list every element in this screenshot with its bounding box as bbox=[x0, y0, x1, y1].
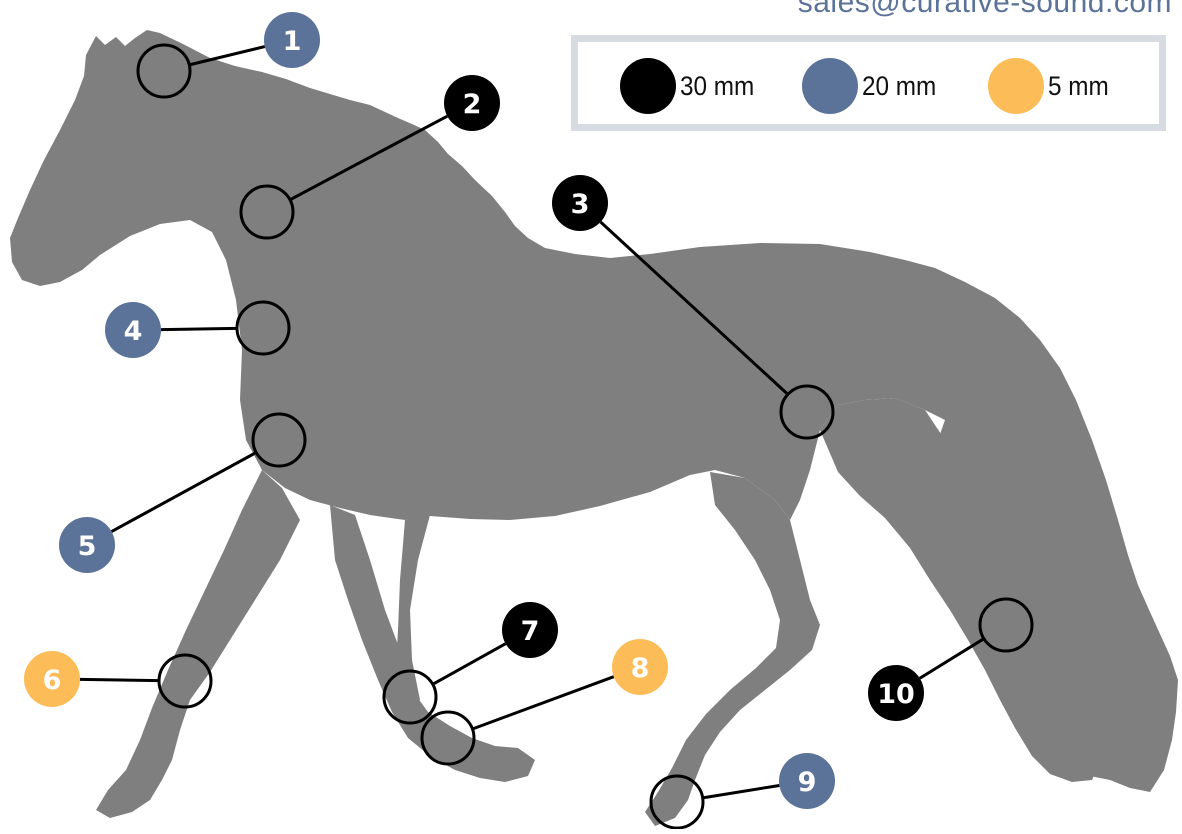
legend-label-large: 30 mm bbox=[680, 70, 755, 101]
point-ring-7 bbox=[382, 669, 438, 725]
point-number-1: 1 bbox=[283, 26, 302, 57]
point-badge-circle-9 bbox=[779, 753, 835, 809]
point-badge-8: 8 bbox=[612, 639, 668, 695]
point-number-5: 5 bbox=[78, 531, 97, 562]
contact-email: sales@curative-sound.com bbox=[797, 0, 1172, 19]
point-number-2: 2 bbox=[463, 89, 482, 120]
horse-silhouette bbox=[10, 30, 1178, 826]
legend-dot-small-icon bbox=[988, 58, 1044, 114]
point-ring-3 bbox=[779, 384, 835, 440]
size-legend: 30 mm 20 mm 5 mm bbox=[571, 35, 1166, 131]
connector-line-7 bbox=[431, 642, 507, 686]
legend-item-large: 30 mm bbox=[620, 58, 763, 114]
connector-line-5 bbox=[110, 451, 257, 533]
point-badge-circle-4 bbox=[105, 302, 161, 358]
point-badges: 1 2 3 4 5 6 7 8 9 10 bbox=[24, 12, 924, 809]
point-badge-circle-3 bbox=[552, 175, 608, 231]
connector-line-4 bbox=[160, 326, 238, 332]
point-ring-2 bbox=[239, 184, 295, 240]
point-badge-1: 1 bbox=[264, 12, 320, 68]
point-ring-1 bbox=[136, 43, 192, 99]
point-ring-9 bbox=[649, 774, 705, 830]
point-ring-5 bbox=[251, 412, 307, 468]
connector-line-3 bbox=[599, 220, 789, 396]
connector-line-10 bbox=[919, 637, 985, 680]
point-badge-circle-6 bbox=[24, 651, 80, 707]
connector-line-6 bbox=[79, 677, 160, 683]
connector-line-8 bbox=[471, 675, 615, 731]
legend-item-small: 5 mm bbox=[988, 58, 1116, 114]
point-badge-circle-2 bbox=[444, 75, 500, 131]
point-number-3: 3 bbox=[571, 189, 590, 220]
point-badge-4: 4 bbox=[105, 302, 161, 358]
point-badge-circle-5 bbox=[59, 517, 115, 573]
point-number-6: 6 bbox=[43, 665, 62, 696]
point-number-10: 10 bbox=[877, 679, 915, 710]
point-number-9: 9 bbox=[798, 767, 817, 798]
connector-line-9 bbox=[702, 783, 780, 800]
point-ring-10 bbox=[978, 597, 1034, 653]
legend-label-medium: 20 mm bbox=[862, 70, 937, 101]
point-rings bbox=[136, 43, 1034, 830]
point-ring-6 bbox=[157, 653, 213, 709]
point-badge-10: 10 bbox=[868, 665, 924, 721]
point-badge-circle-7 bbox=[502, 602, 558, 658]
point-badge-circle-1 bbox=[264, 12, 320, 68]
point-number-4: 4 bbox=[124, 316, 143, 347]
legend-label-small: 5 mm bbox=[1048, 70, 1109, 101]
point-badge-6: 6 bbox=[24, 651, 80, 707]
point-badge-3: 3 bbox=[552, 175, 608, 231]
legend-dot-medium-icon bbox=[802, 58, 858, 114]
point-badge-circle-10 bbox=[868, 665, 924, 721]
point-badge-9: 9 bbox=[779, 753, 835, 809]
point-ring-4 bbox=[235, 300, 291, 356]
connector-line-2 bbox=[289, 114, 448, 202]
point-badge-circle-8 bbox=[612, 639, 668, 695]
point-badge-2: 2 bbox=[444, 75, 500, 131]
legend-dot-large-icon bbox=[620, 58, 676, 114]
point-badge-7: 7 bbox=[502, 602, 558, 658]
point-number-7: 7 bbox=[521, 616, 540, 647]
connector-line-1 bbox=[188, 45, 266, 67]
point-badge-5: 5 bbox=[59, 517, 115, 573]
point-ring-8 bbox=[420, 710, 476, 766]
point-number-8: 8 bbox=[631, 653, 650, 684]
legend-item-medium: 20 mm bbox=[802, 58, 945, 114]
connector-lines bbox=[79, 45, 985, 800]
